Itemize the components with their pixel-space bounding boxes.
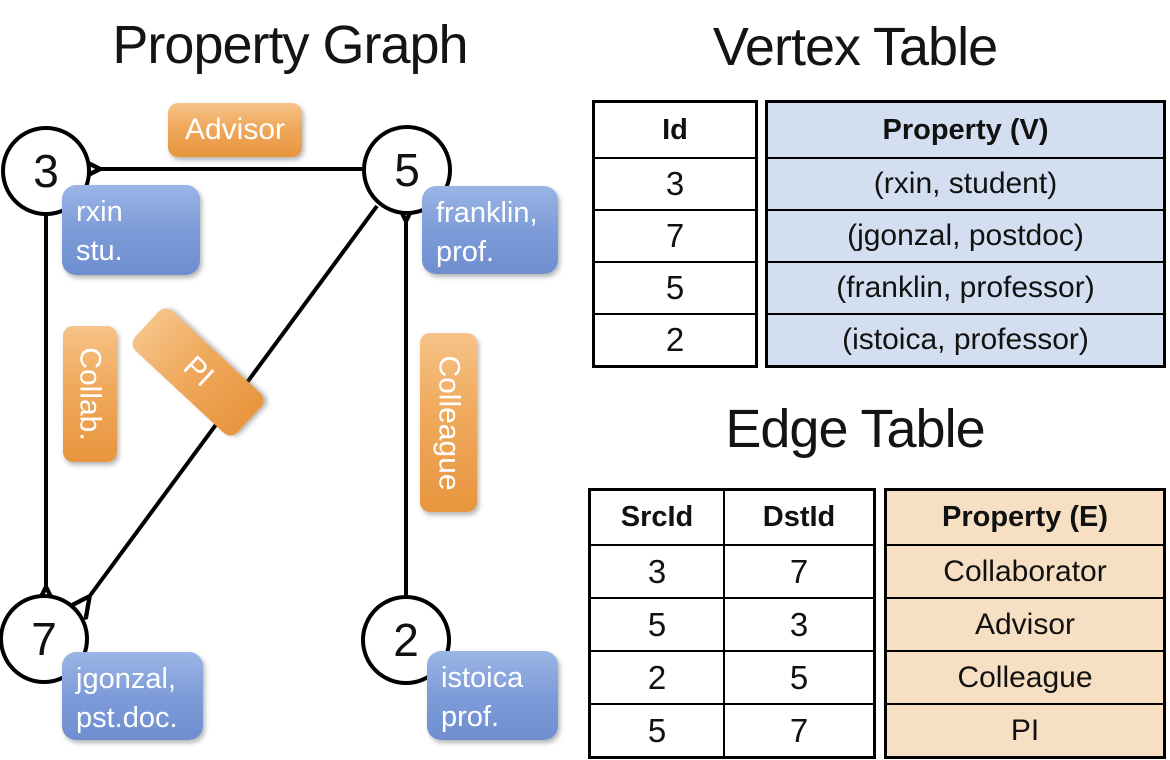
node-5-property-box: franklin, prof. <box>422 186 558 274</box>
property-line: jgonzal, <box>76 663 176 695</box>
advisor-edge-label: Advisor <box>168 103 302 157</box>
property-graph-title: Property Graph <box>112 15 468 75</box>
vertex-table-title: Vertex Table <box>712 17 998 77</box>
table-cell: (rxin, student) <box>768 157 1163 209</box>
table-cell: Collaborator <box>887 544 1163 597</box>
node-label: 5 <box>394 144 420 196</box>
node-label: 7 <box>31 613 57 665</box>
table-cell: 3 <box>723 597 873 650</box>
edge-label-text: Advisor <box>184 113 286 146</box>
edge-label-text: PI <box>176 349 220 394</box>
table-cell: (franklin, professor) <box>768 261 1163 313</box>
table-cell: 2 <box>591 650 723 703</box>
table-header-property-v: Property (V) <box>882 113 1049 146</box>
edge-label-text: Collab. <box>74 347 108 441</box>
table-cell: 3 <box>591 544 723 597</box>
node-label: 2 <box>393 614 419 666</box>
property-line: istoica <box>441 662 524 694</box>
vertex-table-property-column: Property (V) (rxin, student) (jgonzal, p… <box>765 100 1166 368</box>
table-cell: 5 <box>595 261 755 313</box>
table-header-id: Id <box>662 113 688 146</box>
table-cell: 7 <box>723 703 873 756</box>
property-line: prof. <box>441 701 500 734</box>
property-line: pst.doc. <box>76 702 178 735</box>
table-cell: (istoica, professor) <box>768 313 1163 365</box>
node-label: 3 <box>33 145 59 197</box>
table-cell: Advisor <box>887 597 1163 650</box>
property-line: stu. <box>76 235 123 268</box>
table-cell: 7 <box>595 209 755 261</box>
colleague-edge-label: Colleague <box>420 333 477 512</box>
edge-table-title: Edge Table <box>725 399 985 459</box>
property-line: prof. <box>436 236 495 269</box>
node-7-property-box: jgonzal, pst.doc. <box>62 652 203 740</box>
property-line: rxin <box>76 196 123 228</box>
table-cell: 2 <box>595 313 755 365</box>
table-header-dstid: DstId <box>723 491 873 544</box>
table-cell: 5 <box>591 703 723 756</box>
table-header-srcid: SrcId <box>620 501 694 533</box>
property-line: franklin, <box>436 197 538 229</box>
table-cell: PI <box>887 703 1163 756</box>
vertex-table-id-column: Id 3 7 5 2 <box>592 100 758 368</box>
node-3-property-box: rxin stu. <box>62 185 200 275</box>
node-2-property-box: istoica prof. <box>427 651 558 740</box>
collab-edge-label: Collab. <box>63 326 117 462</box>
edge-table-id-columns: SrcId DstId 3 7 5 3 2 5 5 7 <box>588 488 876 759</box>
table-cell: 5 <box>723 650 873 703</box>
table-header-property-e: Property (E) <box>942 501 1108 533</box>
table-cell: 5 <box>591 597 723 650</box>
table-cell: 3 <box>595 157 755 209</box>
edge-table-property-column: Property (E) Collaborator Advisor Collea… <box>884 488 1166 759</box>
table-cell: (jgonzal, postdoc) <box>768 209 1163 261</box>
table-cell: Colleague <box>887 650 1163 703</box>
table-cell: 7 <box>723 544 873 597</box>
edge-label-text: Colleague <box>432 354 466 491</box>
